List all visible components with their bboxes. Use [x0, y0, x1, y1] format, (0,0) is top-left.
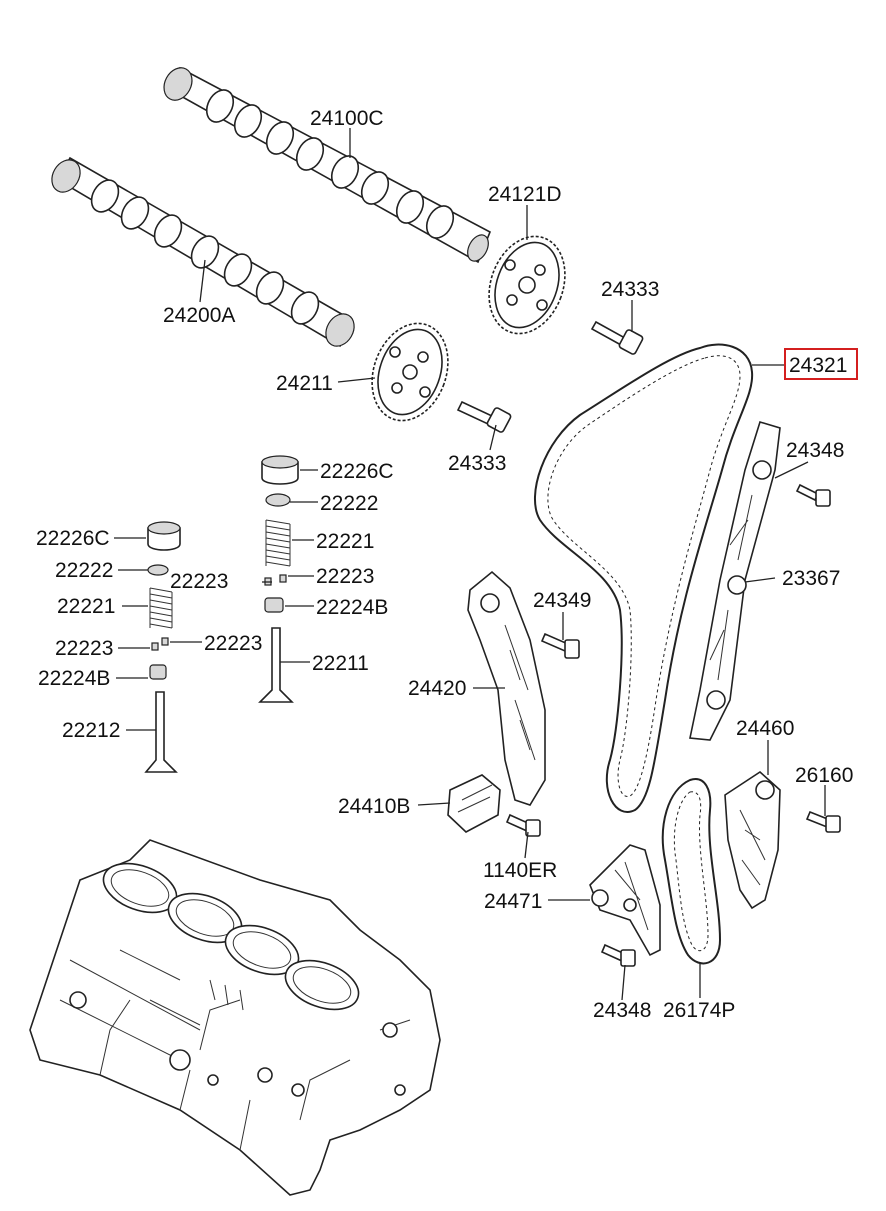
label-22221-left[interactable]: 22221 [57, 595, 115, 618]
label-24333-top[interactable]: 24333 [601, 278, 659, 301]
bolt-oil-pump-arm[interactable] [805, 810, 841, 833]
oil-pump-tensioner-arm[interactable] [724, 770, 781, 910]
bolt-guide-top[interactable] [795, 483, 831, 507]
label-22223-left-b[interactable]: 22223 [204, 632, 262, 655]
label-22222-right[interactable]: 22222 [320, 492, 378, 515]
cotter-right[interactable] [264, 574, 287, 586]
labels: 24100C 24121D 24200A 24211 24333 24333 2… [36, 107, 853, 1022]
seal-right[interactable] [264, 597, 284, 613]
label-24200a[interactable]: 24200A [163, 304, 235, 327]
valve-exhaust[interactable] [144, 691, 178, 773]
label-24410b[interactable]: 24410B [338, 795, 410, 818]
label-22222-left[interactable]: 22222 [55, 559, 113, 582]
engine-block[interactable] [29, 839, 441, 1196]
label-24349[interactable]: 24349 [533, 589, 591, 612]
label-22224b-right[interactable]: 22224B [316, 596, 388, 619]
label-22211[interactable]: 22211 [312, 652, 369, 675]
label-22224b-left[interactable]: 22224B [38, 667, 110, 690]
tensioner-arm[interactable] [467, 570, 546, 806]
bolt-tensioner-arm[interactable] [540, 632, 580, 659]
retainer-right[interactable] [265, 493, 291, 507]
timing-chain[interactable] [534, 343, 754, 813]
label-24471[interactable]: 24471 [484, 890, 542, 913]
label-24321[interactable]: 24321 [789, 354, 847, 377]
retainer-left[interactable] [147, 564, 169, 576]
valve-intake[interactable] [258, 627, 294, 703]
lifter-left[interactable] [147, 521, 181, 551]
label-24348-top[interactable]: 24348 [786, 439, 844, 462]
label-24333-mid[interactable]: 24333 [448, 452, 506, 475]
sprocket-intake[interactable] [476, 226, 578, 345]
camshaft-intake[interactable] [159, 63, 493, 265]
sprocket-exhaust[interactable] [359, 313, 461, 432]
label-24460[interactable]: 24460 [736, 717, 794, 740]
seal-left[interactable] [149, 664, 167, 680]
chain-guide[interactable] [689, 421, 781, 741]
label-24100c[interactable]: 24100C [310, 107, 384, 130]
spring-right[interactable] [265, 519, 291, 567]
label-24348-bottom[interactable]: 24348 [593, 999, 651, 1022]
oil-pump-chain[interactable] [661, 778, 722, 965]
label-22212[interactable]: 22212 [62, 719, 120, 742]
bolt-tensioner[interactable] [505, 813, 541, 837]
cotter-left[interactable] [151, 637, 169, 651]
spring-left[interactable] [149, 587, 173, 629]
label-22223-left-a[interactable]: 22223 [55, 637, 113, 660]
highlight-box [784, 348, 858, 380]
label-22223-right-b[interactable]: 22223 [170, 570, 228, 593]
bolt-guide-bottom[interactable] [600, 943, 636, 967]
camshaft-exhaust[interactable] [46, 155, 360, 351]
label-22226c-right[interactable]: 22226C [320, 460, 394, 483]
bolt-camshaft-mid[interactable] [456, 400, 512, 433]
label-26160[interactable]: 26160 [795, 764, 853, 787]
tensioner[interactable] [447, 774, 501, 833]
leader-lines [114, 128, 826, 1001]
label-22223-right-a[interactable]: 22223 [316, 565, 374, 588]
label-22221-right[interactable]: 22221 [316, 530, 374, 553]
label-24211[interactable]: 24211 [276, 372, 333, 395]
label-1140er[interactable]: 1140ER [483, 859, 557, 882]
label-24420[interactable]: 24420 [408, 677, 466, 700]
oil-pump-guide[interactable] [589, 844, 661, 957]
label-22226c-left[interactable]: 22226C [36, 527, 110, 550]
bolt-camshaft-top[interactable] [590, 320, 644, 355]
label-23367[interactable]: 23367 [782, 567, 840, 590]
label-26174p[interactable]: 26174P [663, 999, 735, 1022]
label-24121d[interactable]: 24121D [488, 183, 562, 206]
lifter-right[interactable] [261, 455, 299, 485]
